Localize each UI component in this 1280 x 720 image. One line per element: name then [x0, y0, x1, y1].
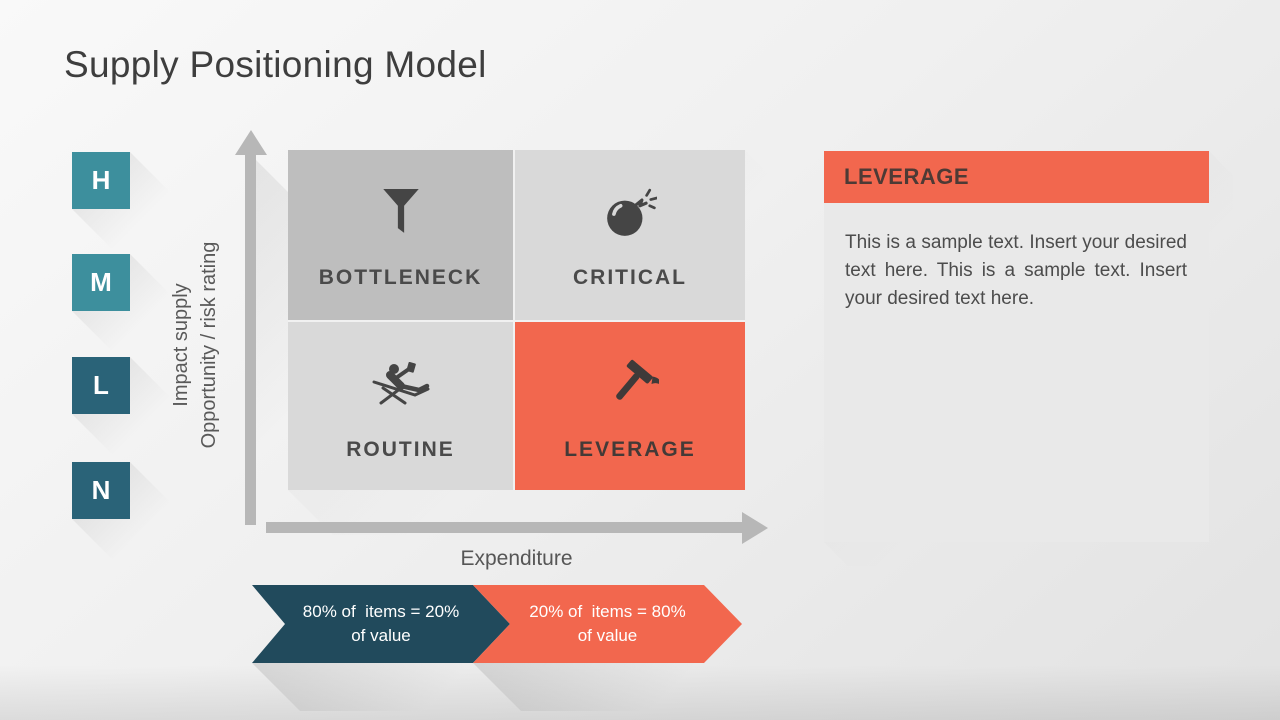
- detail-panel-header: LEVERAGE: [824, 151, 1209, 203]
- rating-label: H: [91, 165, 111, 195]
- rating-box-m: M: [72, 254, 130, 311]
- up-arrow-head-icon: [235, 130, 267, 155]
- pareto-banner-left: 80% of items = 20% of value: [252, 585, 510, 663]
- y-axis-line1: Impact supply: [170, 283, 192, 407]
- hammer-icon: [601, 334, 659, 434]
- bomb-icon: [603, 162, 657, 262]
- funnel-icon: [382, 162, 420, 262]
- rating-box-l: L: [72, 357, 130, 414]
- detail-panel-title: LEVERAGE: [844, 164, 970, 189]
- rating-label: M: [90, 267, 112, 297]
- banner-line1: 80% of items = 20%: [302, 602, 460, 621]
- supply-matrix: BOTTLENECK CRITICAL: [288, 150, 745, 490]
- page-title: Supply Positioning Model: [64, 44, 487, 85]
- right-arrow-head-icon: [742, 512, 768, 544]
- shadow-banner-left: [252, 663, 558, 711]
- banner-line1: 20% of items = 80%: [529, 602, 686, 621]
- quadrant-leverage: LEVERAGE: [515, 322, 745, 490]
- quadrant-label: LEVERAGE: [564, 438, 696, 461]
- x-axis-label: Expenditure: [460, 547, 573, 570]
- rating-label: L: [93, 370, 109, 400]
- rating-label: N: [91, 475, 111, 505]
- rating-box-h: H: [72, 152, 130, 209]
- quadrant-label: CRITICAL: [573, 266, 687, 289]
- y-axis-line2: Opportunity / risk rating: [198, 241, 220, 449]
- recliner-icon: [369, 334, 433, 434]
- y-axis-label: Impact supply Opportunity / risk rating: [167, 190, 223, 500]
- shadow-banner-right: [473, 663, 790, 711]
- right-arrow-icon: [266, 522, 742, 533]
- rating-box-n: N: [72, 462, 130, 519]
- detail-panel-body: This is a sample text. Insert your desir…: [824, 203, 1209, 542]
- quadrant-label: ROUTINE: [346, 438, 455, 461]
- quadrant-bottleneck: BOTTLENECK: [288, 150, 513, 320]
- pareto-banner-right: 20% of items = 80% of value: [473, 585, 742, 663]
- quadrant-label: BOTTLENECK: [318, 266, 483, 289]
- banner-line2: of value: [351, 626, 411, 645]
- quadrant-routine: ROUTINE: [288, 322, 513, 490]
- bottom-vignette: [0, 665, 1280, 720]
- up-arrow-icon: [245, 153, 256, 525]
- quadrant-critical: CRITICAL: [515, 150, 745, 320]
- banner-line2: of value: [577, 626, 638, 645]
